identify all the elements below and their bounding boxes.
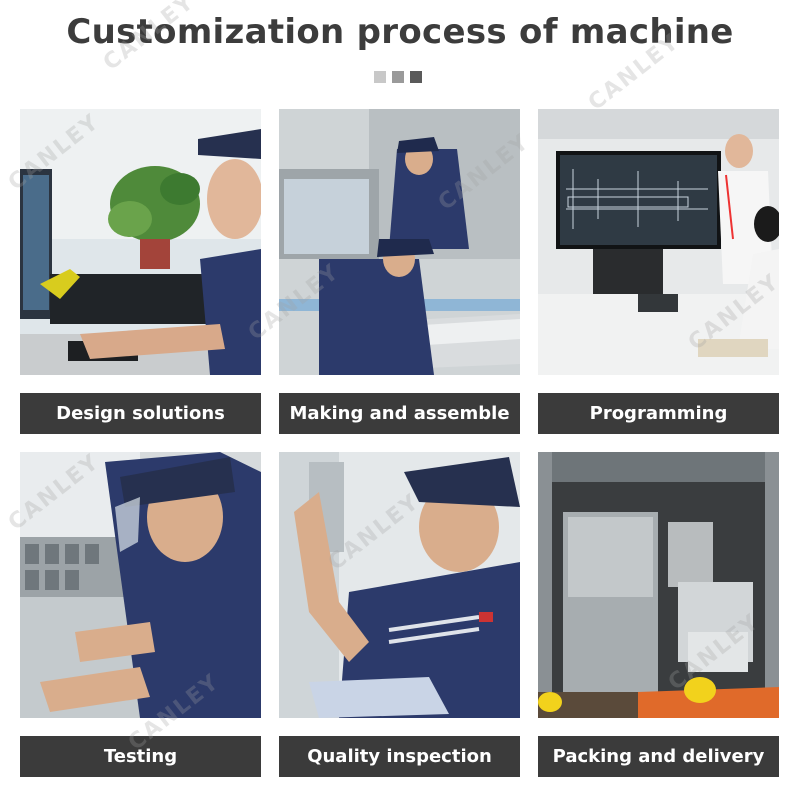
step-label-making: Making and assemble <box>279 393 520 434</box>
title-divider <box>374 71 426 83</box>
step-label-design: Design solutions <box>20 393 261 434</box>
making-assemble-photo <box>279 109 520 375</box>
programming-photo <box>538 109 779 375</box>
testing-photo <box>20 452 261 718</box>
page-title: Customization process of machine <box>66 12 734 52</box>
quality-inspection-photo <box>279 452 520 718</box>
step-label-testing: Testing <box>20 736 261 777</box>
divider-dot-light <box>374 71 386 83</box>
packing-delivery-photo <box>538 452 779 718</box>
divider-dot-mid <box>392 71 404 83</box>
divider-dot-dark <box>410 71 422 83</box>
step-label-programming: Programming <box>538 393 779 434</box>
step-label-packing: Packing and delivery <box>538 736 779 777</box>
step-label-quality: Quality inspection <box>279 736 520 777</box>
design-solutions-photo <box>20 109 261 375</box>
